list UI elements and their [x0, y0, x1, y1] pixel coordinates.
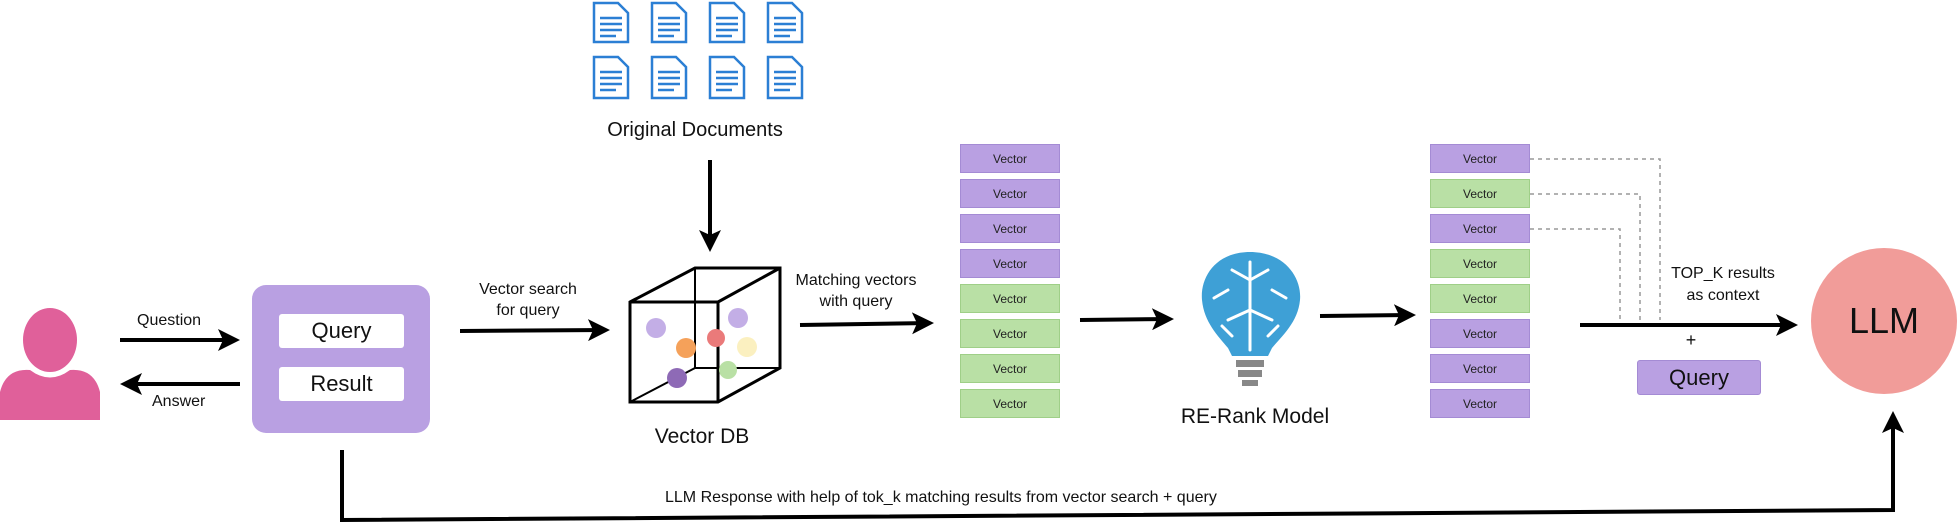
- matching-vectors-line-1: Matching vectors: [795, 272, 917, 289]
- vector-box: Vector: [960, 144, 1060, 173]
- matching-vectors-line-2: with query: [819, 293, 893, 310]
- vector-box: Vector: [1430, 354, 1530, 383]
- vector-box: Vector: [960, 179, 1060, 208]
- vector-search-arrow: [459, 319, 610, 342]
- bottom-response-label: LLM Response with help of tok_k matching…: [665, 489, 1217, 506]
- matching-arrow: [799, 312, 934, 335]
- vector-box: Vector: [960, 354, 1060, 383]
- vector-search-line-1: Vector search: [479, 281, 577, 298]
- topk-line-2: as context: [1686, 287, 1760, 304]
- document-icon: [766, 1, 804, 44]
- question-label: Question: [137, 312, 202, 329]
- topk-label: TOP_K results as context: [1671, 263, 1775, 307]
- vector-box: Vector: [960, 284, 1060, 313]
- vector-box: Vector: [1430, 284, 1530, 313]
- document-icon: [766, 55, 804, 100]
- query-chip: Query: [1637, 360, 1761, 395]
- to-rerank-arrow: [1079, 308, 1174, 331]
- answer-label: Answer: [152, 393, 206, 410]
- cube-icon: [628, 266, 782, 404]
- query-box[interactable]: Query: [279, 314, 404, 348]
- result-box[interactable]: Result: [279, 367, 404, 401]
- query-result-panel: Query Result: [252, 285, 430, 433]
- user-icon: [0, 308, 100, 420]
- vector-box: Vector: [1430, 214, 1530, 243]
- vector-box: Vector: [960, 214, 1060, 243]
- vector-box: Vector: [960, 249, 1060, 278]
- vector-box: Vector: [960, 389, 1060, 418]
- to-stack-b-arrow: [1319, 304, 1416, 327]
- document-icons: [592, 1, 804, 100]
- matching-vectors-label: Matching vectors with query: [796, 270, 917, 312]
- vector-search-line-2: for query: [496, 302, 560, 319]
- vector-search-label: Vector search for query: [479, 279, 577, 321]
- plus-sign: +: [1685, 330, 1697, 350]
- vector-db-label: Vector DB: [654, 425, 750, 448]
- bottom-response-line: [340, 411, 1904, 523]
- rerank-model-label: RE-Rank Model: [1180, 405, 1330, 428]
- document-icon: [592, 1, 630, 44]
- vector-box: Vector: [1430, 319, 1530, 348]
- document-icon: [650, 1, 688, 44]
- vector-box: Vector: [1430, 179, 1530, 208]
- document-icon: [592, 55, 630, 100]
- brain-bulb-icon: [1201, 252, 1301, 386]
- document-icon: [708, 1, 746, 44]
- document-icon: [650, 55, 688, 100]
- topk-connectors: [1530, 158, 1661, 320]
- original-documents-label: Original Documents: [607, 119, 783, 141]
- vector-box: Vector: [960, 319, 1060, 348]
- vector-box: Vector: [1430, 249, 1530, 278]
- topk-line-1: TOP_K results: [1671, 265, 1775, 282]
- vector-box: Vector: [1430, 389, 1530, 418]
- vector-box: Vector: [1430, 144, 1530, 173]
- llm-node: LLM: [1811, 248, 1957, 394]
- document-icon: [708, 55, 746, 100]
